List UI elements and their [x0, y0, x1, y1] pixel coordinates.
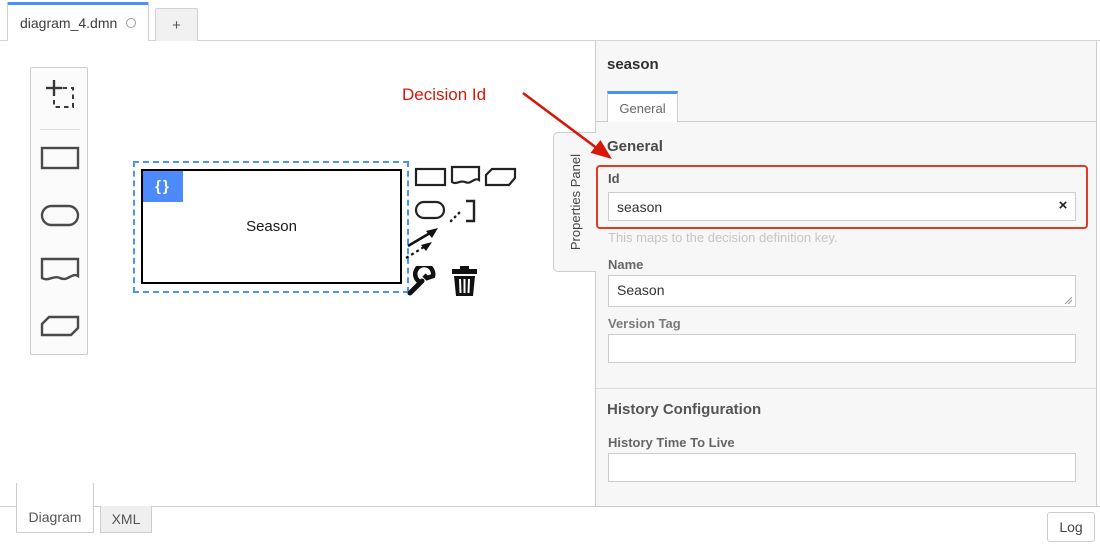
tab-diagram-label: Diagram [28, 509, 82, 525]
id-field-label: Id [608, 171, 620, 186]
append-text-annotation-icon[interactable] [449, 197, 477, 225]
create-decision-icon[interactable] [31, 146, 89, 170]
append-business-knowledge-model-icon[interactable] [484, 167, 517, 187]
tab-title: diagram_4.dmn [20, 15, 118, 31]
properties-panel [595, 41, 1097, 506]
palette-separator [40, 129, 80, 130]
decision-node-label: Season [246, 218, 297, 235]
tab-diagram-4-dmn[interactable]: diagram_4.dmn [7, 2, 149, 41]
annotation-label: Decision Id [402, 85, 487, 104]
connect-icon[interactable] [404, 226, 444, 260]
decision-node-season[interactable]: Season [141, 169, 402, 284]
append-knowledge-source-icon[interactable] [450, 165, 481, 189]
tab-diagram[interactable]: Diagram [16, 483, 94, 533]
group-heading-history: History Configuration [607, 401, 762, 418]
palette [30, 67, 88, 355]
create-input-data-icon[interactable] [31, 204, 89, 227]
properties-panel-toggle-label: Properties Panel [567, 153, 583, 251]
name-textarea[interactable]: Season [608, 275, 1076, 307]
tab-xml-label: XML [111, 511, 141, 527]
create-business-knowledge-model-icon[interactable] [31, 315, 89, 337]
new-tab-button[interactable]: + [155, 8, 198, 41]
unsaved-changes-icon [126, 18, 137, 28]
id-help-text: This maps to the decision definition key… [608, 230, 838, 245]
history-ttl-label: History Time To Live [608, 435, 735, 450]
section-separator [596, 388, 1096, 389]
version-tag-label: Version Tag [608, 316, 681, 331]
append-input-data-icon[interactable] [414, 200, 446, 220]
history-ttl-input[interactable] [608, 453, 1076, 482]
name-field-label: Name [608, 257, 644, 272]
tab-xml[interactable]: XML [100, 506, 152, 533]
log-button[interactable]: Log [1047, 512, 1095, 542]
properties-panel-title: season [607, 56, 659, 73]
create-knowledge-source-icon[interactable] [31, 257, 89, 285]
footer-bar [0, 506, 1100, 546]
panel-tabbar-divider [595, 121, 1097, 122]
append-decision-icon[interactable] [414, 167, 447, 187]
selection-outline [133, 161, 409, 293]
version-tag-input[interactable] [608, 334, 1076, 363]
id-input[interactable] [608, 192, 1076, 221]
group-heading-general: General [607, 138, 663, 155]
clear-id-button[interactable]: × [1058, 197, 1068, 214]
change-type-wrench-icon[interactable] [406, 266, 438, 296]
properties-panel-toggle[interactable]: Properties Panel [553, 132, 596, 272]
delete-trash-icon[interactable] [450, 265, 479, 297]
textarea-resize-handle-icon[interactable] [1064, 296, 1073, 305]
lasso-tool-icon[interactable] [31, 78, 89, 110]
literal-expression-badge: {} [143, 171, 183, 202]
tab-general[interactable]: General [607, 91, 678, 122]
